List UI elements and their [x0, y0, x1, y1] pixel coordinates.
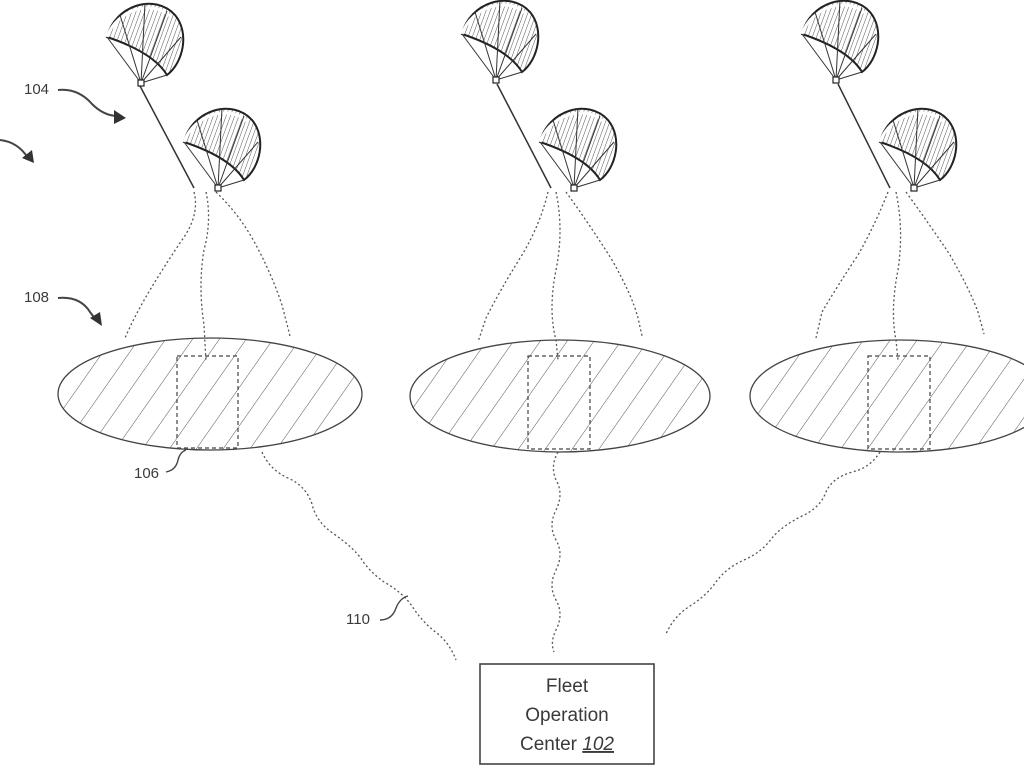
- kite-system-middle: [460, 0, 618, 193]
- kite-icon: [105, 1, 185, 88]
- kite-icon: [460, 0, 540, 85]
- kite-links-right: [815, 191, 985, 361]
- fleet-center-line-2: Operation: [525, 705, 608, 726]
- kite-icon: [182, 106, 262, 193]
- ref-pointer-106: [165, 449, 187, 473]
- backhaul-links: [261, 451, 881, 661]
- arrow-head-icon: [114, 110, 126, 124]
- arrow-partial-left: [0, 139, 29, 159]
- fleet-center-ref-102: 102: [582, 734, 614, 755]
- coverage-area-left: [57, 337, 363, 451]
- ref-pointer-110: [379, 595, 409, 621]
- fleet-operation-center-box: Fleet Operation Center 102: [479, 663, 655, 765]
- kite-system-left: [105, 1, 262, 193]
- ground-station-box-right: [867, 355, 931, 450]
- fleet-center-line-1: Fleet: [546, 676, 589, 697]
- ground-station-box-106: [176, 355, 239, 449]
- coverage-area-middle: [409, 339, 711, 453]
- ref-label-110: 110: [346, 611, 370, 628]
- kite-icon: [878, 106, 958, 193]
- arrow-head-icon: [90, 312, 102, 326]
- kite-icon: [800, 0, 880, 85]
- ref-pointer-104: [57, 88, 119, 117]
- ground-station-box-middle: [527, 355, 591, 450]
- kite-links-left: [124, 191, 291, 363]
- ref-pointer-108: [57, 296, 97, 321]
- coverage-area-right: [749, 339, 1024, 453]
- ref-label-104: 104: [24, 81, 49, 98]
- ref-label-106: 106: [134, 465, 159, 482]
- kite-system-right: [800, 0, 958, 193]
- ref-label-108: 108: [24, 289, 49, 306]
- arrow-head-icon: [22, 150, 34, 163]
- kite-icon: [538, 106, 618, 193]
- fleet-center-line-3: Center 102: [520, 734, 614, 755]
- kite-links-middle: [477, 191, 643, 361]
- fleet-center-line-3-text: Center: [520, 734, 582, 755]
